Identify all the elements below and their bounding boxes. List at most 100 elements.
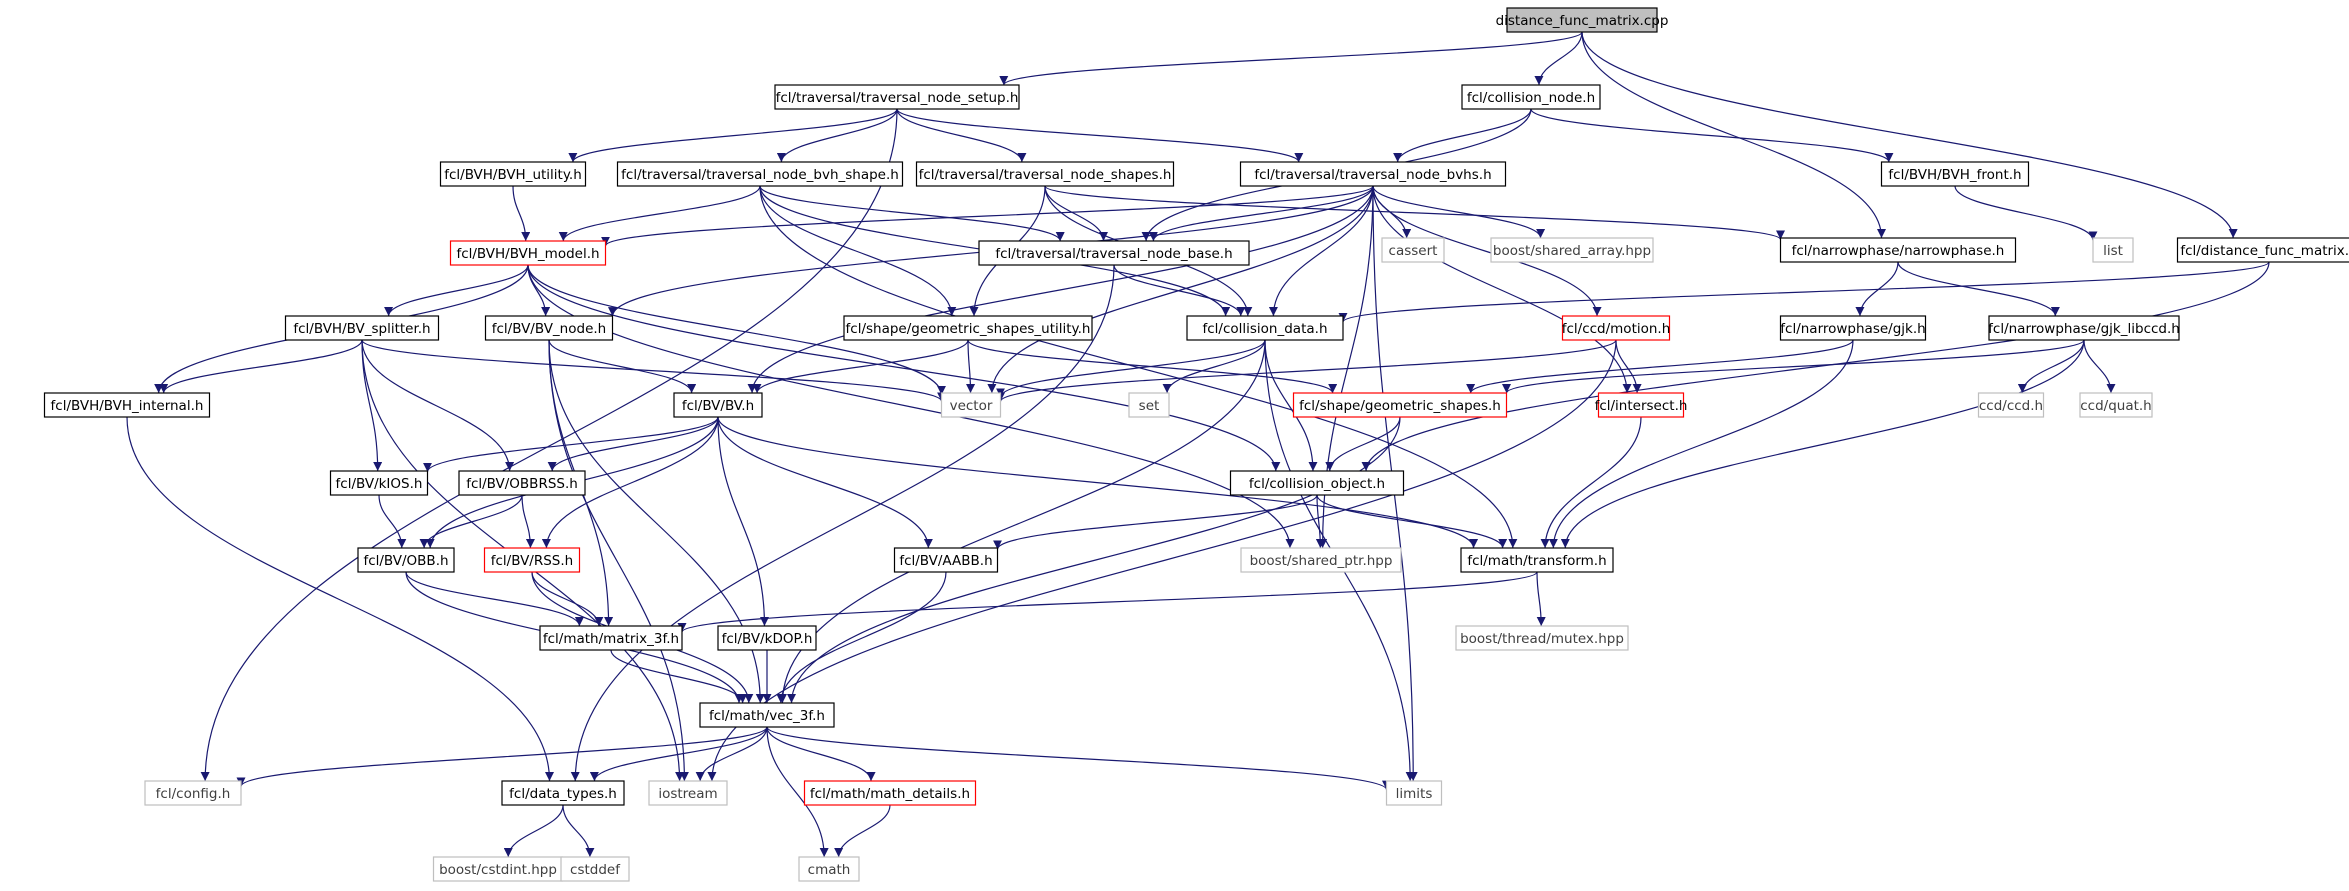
node-box[interactable] — [673, 392, 763, 418]
node-rss[interactable]: fcl/BV/RSS.h — [483, 547, 581, 573]
node-kios[interactable]: fcl/BV/kIOS.h — [329, 470, 429, 496]
node-intersect[interactable]: fcl/intersect.h — [1595, 392, 1688, 418]
node-box[interactable] — [458, 470, 586, 496]
node-label[interactable]: fcl/collision_object.h — [1249, 476, 1385, 492]
node-label[interactable]: fcl/narrowphase/gjk_libccd.h — [1988, 321, 2180, 337]
node-transform[interactable]: fcl/math/transform.h — [1460, 547, 1614, 573]
node-box[interactable] — [1460, 547, 1614, 573]
node-box[interactable] — [329, 470, 429, 496]
node-box[interactable] — [699, 702, 835, 728]
node-tnshapes[interactable]: fcl/traversal/traversal_node_shapes.h — [915, 161, 1175, 187]
node-bvhutil[interactable]: fcl/BVH/BVH_utility.h — [439, 161, 587, 187]
node-box[interactable] — [357, 547, 455, 573]
node-bvhmodel[interactable]: fcl/BVH/BVH_model.h — [449, 240, 607, 266]
node-label[interactable]: fcl/math/matrix_3f.h — [543, 631, 679, 647]
node-box[interactable] — [717, 625, 817, 651]
node-bvhint[interactable]: fcl/BVH/BVH_internal.h — [43, 392, 211, 418]
node-bvnode[interactable]: fcl/BV/BV_node.h — [484, 315, 614, 341]
node-cdata[interactable]: fcl/collision_data.h — [1186, 315, 1344, 341]
node-box[interactable] — [284, 315, 440, 341]
node-label[interactable]: fcl/traversal/traversal_node_shapes.h — [919, 167, 1172, 183]
node-label[interactable]: fcl/traversal/traversal_node_base.h — [995, 246, 1232, 262]
node-obbrss[interactable]: fcl/BV/OBBRSS.h — [458, 470, 586, 496]
node-label[interactable]: fcl/BV/BV_node.h — [492, 321, 606, 337]
node-motion[interactable]: fcl/ccd/motion.h — [1561, 315, 1671, 341]
node-gs[interactable]: fcl/shape/geometric_shapes.h — [1292, 392, 1508, 418]
node-box[interactable] — [484, 315, 614, 341]
node-label[interactable]: fcl/ccd/motion.h — [1562, 321, 1671, 337]
node-box[interactable] — [501, 780, 625, 806]
node-cobj[interactable]: fcl/collision_object.h — [1229, 470, 1405, 496]
node-label[interactable]: fcl/BV/kIOS.h — [336, 476, 423, 492]
node-box[interactable] — [843, 315, 1093, 341]
node-box[interactable] — [1292, 392, 1508, 418]
node-bvsplit[interactable]: fcl/BVH/BV_splitter.h — [284, 315, 440, 341]
node-label[interactable]: fcl/collision_node.h — [1467, 90, 1595, 106]
node-tnbs[interactable]: fcl/traversal/traversal_node_bvh_shape.h — [616, 161, 904, 187]
node-label[interactable]: fcl/BVH/BVH_model.h — [456, 246, 599, 262]
node-box[interactable] — [774, 84, 1020, 110]
node-label[interactable]: fcl/shape/geometric_shapes_utility.h — [846, 321, 1091, 337]
node-dfm[interactable]: fcl/distance_func_matrix.h — [2176, 237, 2349, 263]
node-label[interactable]: fcl/BVH/BVH_front.h — [1888, 167, 2021, 183]
node-m3f[interactable]: fcl/math/matrix_3f.h — [539, 625, 683, 651]
node-box[interactable] — [1186, 315, 1344, 341]
node-box[interactable] — [539, 625, 683, 651]
node-label[interactable]: fcl/BVH/BVH_internal.h — [51, 398, 204, 414]
node-kdop[interactable]: fcl/BV/kDOP.h — [717, 625, 817, 651]
node-box[interactable] — [915, 161, 1175, 187]
node-gjk[interactable]: fcl/narrowphase/gjk.h — [1779, 315, 1927, 341]
node-box[interactable] — [1461, 84, 1601, 110]
node-label[interactable]: fcl/data_types.h — [509, 786, 617, 802]
node-box[interactable] — [483, 547, 581, 573]
node-tns[interactable]: fcl/traversal/traversal_node_setup.h — [774, 84, 1020, 110]
node-label[interactable]: fcl/math/math_details.h — [810, 786, 970, 802]
node-box[interactable] — [1229, 470, 1405, 496]
node-bvhfront[interactable]: fcl/BVH/BVH_front.h — [1880, 161, 2030, 187]
node-box[interactable] — [1779, 315, 1927, 341]
node-narrow[interactable]: fcl/narrowphase/narrowphase.h — [1779, 237, 2017, 263]
node-box[interactable] — [43, 392, 211, 418]
node-label[interactable]: fcl/BVH/BV_splitter.h — [293, 321, 430, 337]
node-gjklib[interactable]: fcl/narrowphase/gjk_libccd.h — [1988, 315, 2180, 341]
node-box[interactable] — [978, 240, 1250, 266]
node-gsu[interactable]: fcl/shape/geometric_shapes_utility.h — [843, 315, 1093, 341]
node-mathdet[interactable]: fcl/math/math_details.h — [803, 780, 977, 806]
node-label[interactable]: fcl/BV/kDOP.h — [722, 631, 813, 647]
node-box[interactable] — [1597, 392, 1685, 418]
node-label[interactable]: fcl/distance_func_matrix.h — [2180, 243, 2349, 259]
node-cn[interactable]: fcl/collision_node.h — [1461, 84, 1601, 110]
node-label[interactable]: fcl/traversal/traversal_node_setup.h — [776, 90, 1019, 106]
node-vec3f[interactable]: fcl/math/vec_3f.h — [699, 702, 835, 728]
node-box[interactable] — [1561, 315, 1671, 341]
node-label[interactable]: fcl/traversal/traversal_node_bvhs.h — [1254, 167, 1491, 183]
node-label[interactable]: fcl/narrowphase/gjk.h — [1780, 321, 1925, 337]
node-label[interactable]: fcl/shape/geometric_shapes.h — [1299, 398, 1501, 414]
node-box[interactable] — [439, 161, 587, 187]
node-label[interactable]: fcl/BV/BV.h — [682, 398, 754, 414]
node-tnbase[interactable]: fcl/traversal/traversal_node_base.h — [978, 240, 1250, 266]
node-box[interactable] — [803, 780, 977, 806]
node-label[interactable]: fcl/BVH/BVH_utility.h — [444, 167, 582, 183]
node-box[interactable] — [2176, 237, 2349, 263]
node-tnbvhs[interactable]: fcl/traversal/traversal_node_bvhs.h — [1239, 161, 1507, 187]
node-label[interactable]: fcl/traversal/traversal_node_bvh_shape.h — [621, 167, 899, 183]
node-label[interactable]: fcl/BV/OBB.h — [363, 553, 448, 569]
node-label[interactable]: fcl/BV/OBBRSS.h — [466, 476, 578, 492]
node-aabb[interactable]: fcl/BV/AABB.h — [893, 547, 999, 573]
node-box[interactable] — [1988, 315, 2180, 341]
node-box[interactable] — [1239, 161, 1507, 187]
node-label[interactable]: fcl/narrowphase/narrowphase.h — [1792, 243, 2005, 259]
node-box[interactable] — [616, 161, 904, 187]
node-obb[interactable]: fcl/BV/OBB.h — [357, 547, 455, 573]
node-label[interactable]: fcl/math/transform.h — [1467, 553, 1606, 569]
node-box[interactable] — [893, 547, 999, 573]
node-label[interactable]: fcl/BV/RSS.h — [491, 553, 573, 569]
node-box[interactable] — [449, 240, 607, 266]
node-bvh[interactable]: fcl/BV/BV.h — [673, 392, 763, 418]
node-label[interactable]: fcl/intersect.h — [1595, 398, 1688, 414]
node-box[interactable] — [1880, 161, 2030, 187]
node-label[interactable]: fcl/BV/AABB.h — [899, 553, 992, 569]
node-dtypes[interactable]: fcl/data_types.h — [501, 780, 625, 806]
node-label[interactable]: fcl/collision_data.h — [1202, 321, 1327, 337]
